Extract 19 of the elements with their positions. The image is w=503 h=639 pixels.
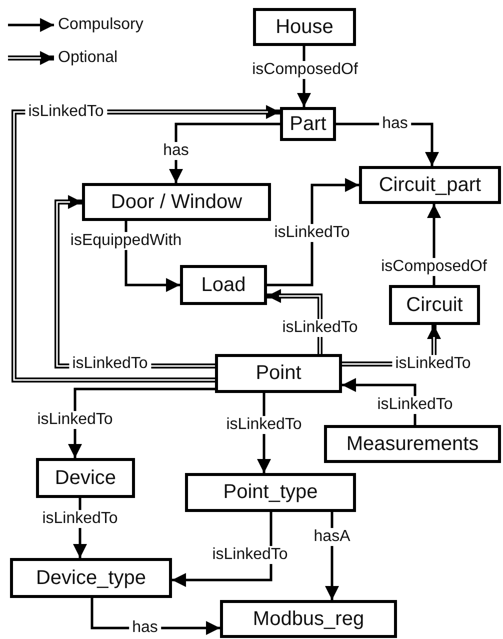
legend-label: Compulsory (58, 16, 144, 34)
arrow (169, 122, 280, 183)
class-box: Point_type (185, 473, 356, 512)
arrow (267, 178, 359, 286)
class-box: Point (215, 354, 342, 393)
class-box: Device_type (10, 558, 172, 598)
arrow (172, 512, 272, 587)
class-box: Circuit (389, 285, 480, 325)
legend-label: Optional (58, 48, 118, 66)
class-box: Device (36, 458, 135, 498)
arrow (68, 388, 215, 458)
class-box: Part (280, 107, 336, 141)
class-box: Modbus_reg (220, 600, 397, 638)
class-box: Door / Window (82, 183, 271, 221)
class-box: House (253, 8, 356, 46)
class-box: Load (180, 265, 267, 305)
class-box: Measurements (324, 425, 501, 463)
class-box: Circuit_part (359, 166, 501, 204)
arrow (12, 105, 280, 382)
